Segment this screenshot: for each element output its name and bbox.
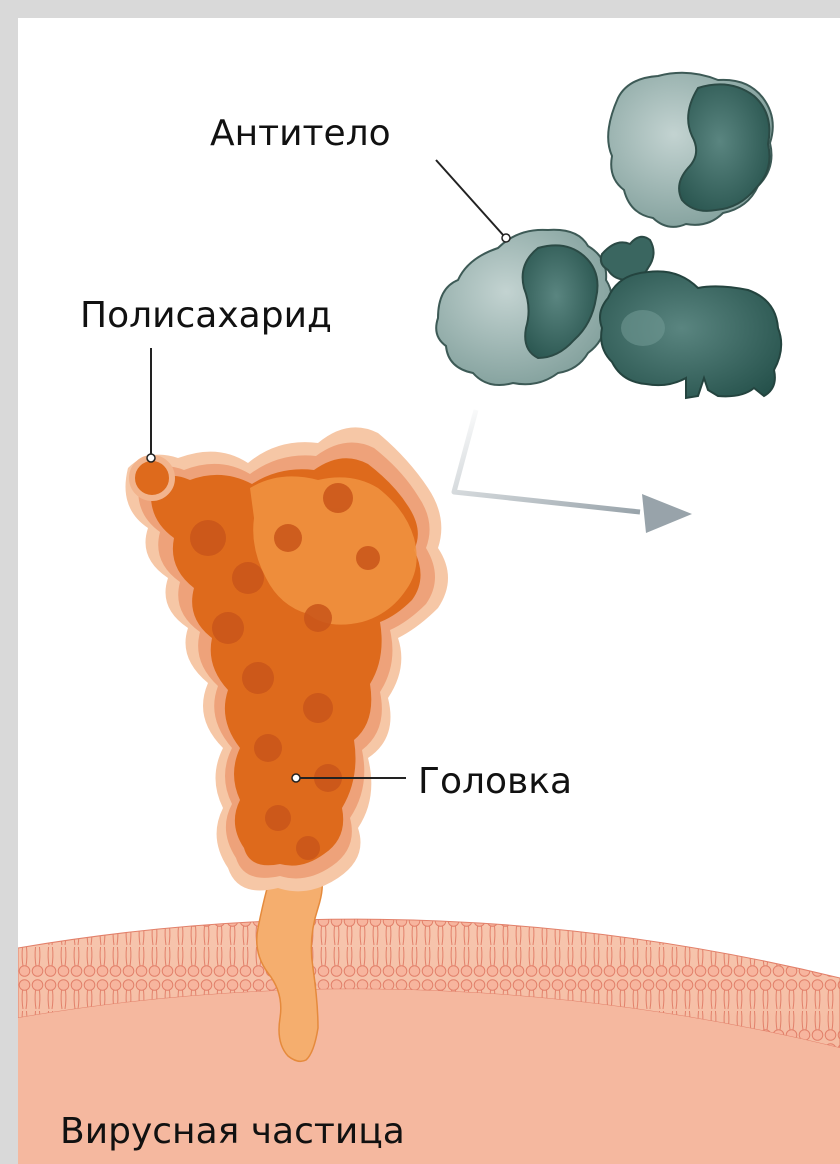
polysaccharide-label: Полисахарид (80, 298, 332, 334)
glycoprotein-head (126, 427, 449, 891)
antibody-molecule-icon (436, 73, 781, 398)
polysaccharide-pointer-dot (147, 454, 155, 462)
antibody-label: Антитело (210, 116, 391, 152)
diagram-canvas: Антитело Полисахарид Головка Вирусная ча… (18, 18, 840, 1164)
head-label: Головка (418, 764, 572, 800)
virus-particle-label: Вирусная частица (60, 1114, 405, 1150)
head-pointer-dot (292, 774, 300, 782)
antibody-leader-line (436, 160, 504, 236)
binding-arrow (454, 410, 692, 533)
diagram-svg (18, 18, 840, 1164)
antibody-pointer-dot (502, 234, 510, 242)
